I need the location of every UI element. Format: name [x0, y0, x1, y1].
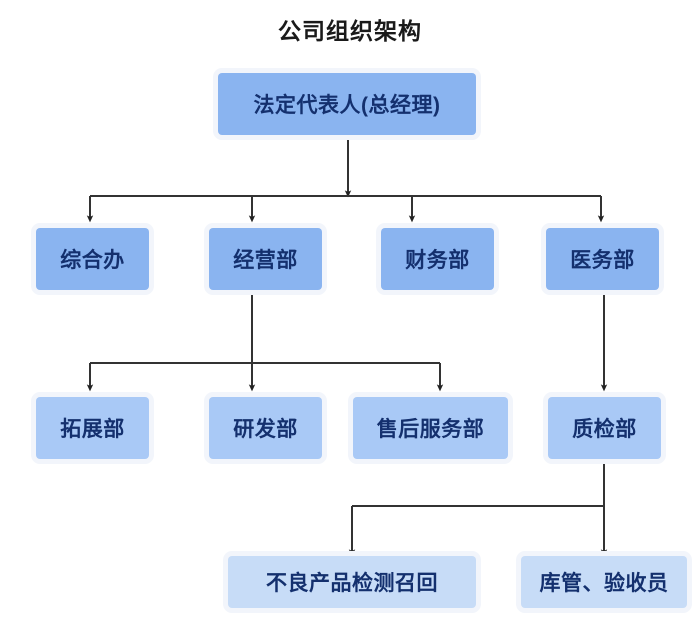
node-medical-department[interactable]: 医务部: [546, 228, 659, 290]
node-legal-representative[interactable]: 法定代表人(总经理): [218, 73, 476, 135]
node-defective-product-recall[interactable]: 不良产品检测召回: [228, 556, 476, 608]
node-warehouse-inspector[interactable]: 库管、验收员: [521, 556, 687, 608]
node-label: 拓展部: [60, 418, 125, 441]
node-label: 售后服务部: [376, 418, 485, 441]
node-label: 综合办: [60, 249, 125, 272]
node-label: 质检部: [572, 418, 637, 441]
node-label: 医务部: [570, 249, 635, 272]
node-label: 库管、验收员: [539, 572, 669, 595]
node-rnd-department[interactable]: 研发部: [209, 397, 322, 459]
node-label: 法定代表人(总经理): [253, 94, 441, 117]
node-label: 经营部: [233, 249, 298, 272]
node-label: 不良产品检测召回: [266, 572, 438, 595]
node-operations-department[interactable]: 经营部: [209, 228, 322, 290]
node-after-sales-department[interactable]: 售后服务部: [353, 397, 508, 459]
node-label: 财务部: [405, 249, 470, 272]
page-title: 公司组织架构: [278, 18, 422, 44]
node-general-affairs-office[interactable]: 综合办: [36, 228, 149, 290]
node-label: 研发部: [233, 418, 298, 441]
node-expansion-department[interactable]: 拓展部: [36, 397, 149, 459]
node-finance-department[interactable]: 财务部: [381, 228, 494, 290]
node-quality-inspection-department[interactable]: 质检部: [548, 397, 661, 459]
